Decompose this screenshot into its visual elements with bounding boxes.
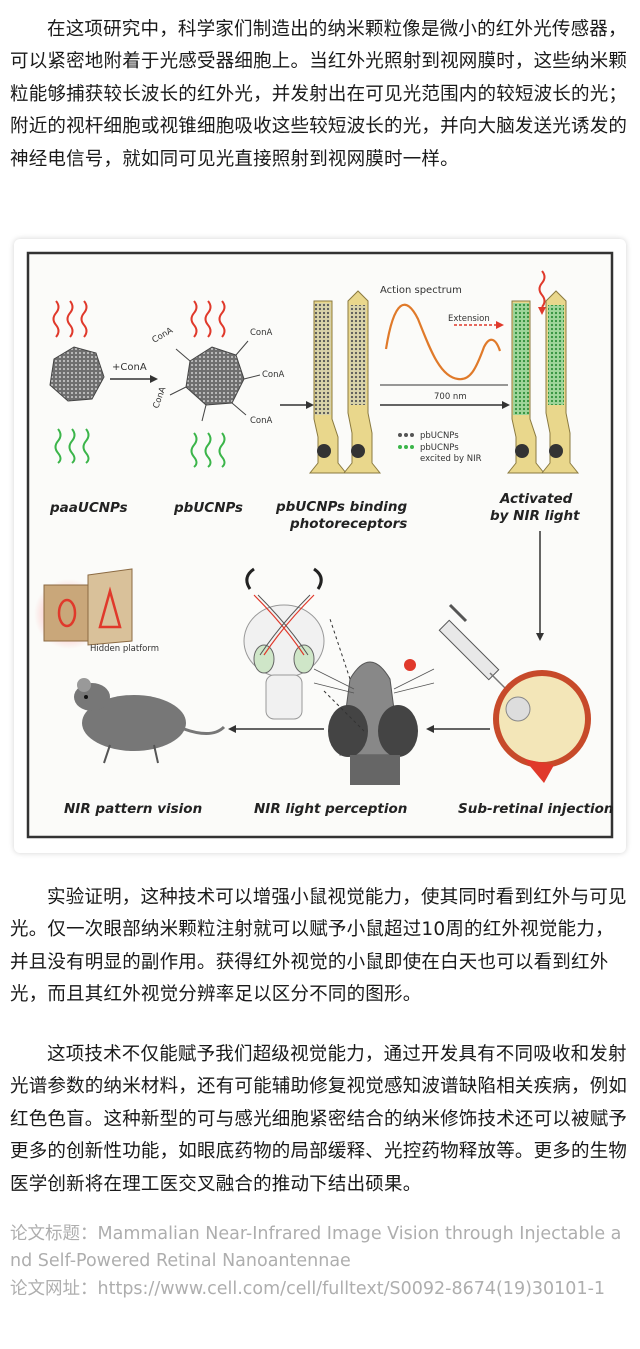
legend-pb: pbUCNPs	[420, 431, 459, 441]
paper-url: 论文网址：https://www.cell.com/cell/fulltext/…	[10, 1274, 632, 1304]
green-emission-icon	[190, 432, 226, 468]
label-activated-2: by NIR light	[490, 508, 580, 524]
cona-tag: ConA	[262, 370, 285, 380]
nir-wave-icon	[190, 300, 226, 338]
research-figure: paaUCNPs +ConA ConA ConA ConA ConA ConA	[14, 239, 626, 853]
eye-icon	[493, 670, 591, 783]
label-perception: NIR light perception	[254, 801, 407, 817]
photoreceptor-cells-icon	[308, 290, 382, 474]
label-pb: pbUCNPs	[173, 500, 243, 516]
legend-pb-excited: pbUCNPs	[420, 443, 459, 453]
wavelength-label: 700 nm	[434, 392, 467, 402]
cona-label: +ConA	[112, 362, 147, 373]
extension-label: Extension	[448, 314, 490, 324]
paper-title-label: 论文标题：	[10, 1224, 98, 1244]
nir-wave-icon	[52, 300, 88, 338]
nanoparticle-pb-icon	[169, 340, 261, 422]
paper-title: 论文标题：Mammalian Near-Infrared Image Visio…	[10, 1221, 632, 1274]
cona-tag: ConA	[250, 416, 273, 426]
label-binding-2: photoreceptors	[289, 516, 407, 532]
action-spectrum-label: Action spectrum	[380, 285, 462, 296]
hidden-platform-label: Hidden platform	[90, 644, 159, 654]
activated-cells-icon	[506, 290, 580, 474]
green-emission-icon	[54, 428, 90, 464]
hidden-platform-icon	[34, 568, 133, 649]
action-spectrum-curve	[380, 303, 508, 386]
legend: pbUCNPs pbUCNPs excited by NIR	[398, 431, 482, 464]
paper-url-link[interactable]: https://www.cell.com/cell/fulltext/S0092…	[97, 1279, 606, 1299]
mouse-icon	[74, 678, 226, 764]
mouse-head-icon	[313, 618, 435, 785]
nir-wave-icon	[538, 270, 546, 315]
cona-tag: ConA	[250, 328, 273, 338]
legend-excited-label: excited by NIR	[420, 454, 482, 464]
label-paa: paaUCNPs	[49, 500, 128, 516]
label-pattern: NIR pattern vision	[64, 801, 202, 817]
paper-title-text: Mammalian Near-Infrared Image Vision thr…	[10, 1224, 622, 1271]
outlook-paragraph: 这项技术不仅能赋予我们超级视觉能力，通过开发具有不同吸收和发射光谱参数的纳米材料…	[10, 1044, 628, 1195]
nanoparticle-paa-icon	[49, 346, 105, 402]
figure-illustration: paaUCNPs +ConA ConA ConA ConA ConA ConA	[26, 251, 614, 839]
label-injection: Sub-retinal injection	[458, 801, 614, 817]
label-binding-1: pbUCNPs binding	[275, 499, 407, 515]
results-paragraph: 实验证明，这种技术可以增强小鼠视觉能力，使其同时看到红外与可见光。仅一次眼部纳米…	[10, 887, 627, 1006]
brain-icon	[243, 567, 325, 720]
paper-url-label: 论文网址：	[10, 1279, 98, 1299]
label-activated-1: Activated	[499, 491, 573, 507]
intro-paragraph: 在这项研究中，科学家们制造出的纳米颗粒像是微小的红外光传感器，可以紧密地附着于光…	[10, 19, 628, 170]
